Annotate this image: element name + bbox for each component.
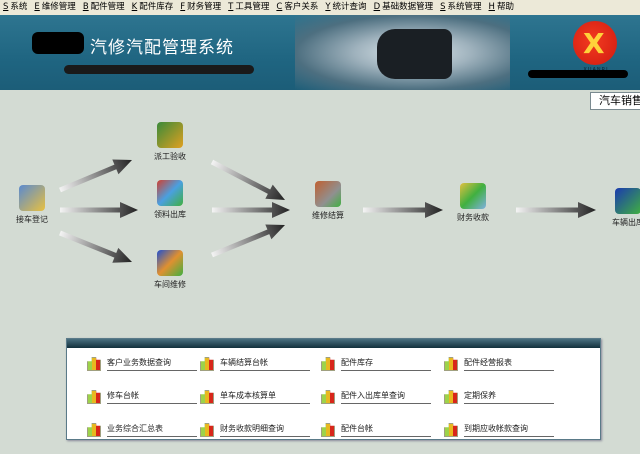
bar-chart-icon [200, 357, 214, 371]
banner: 汽修汽配管理系统 X XUANRI [0, 15, 640, 90]
bar-chart-icon [444, 357, 458, 371]
node-vehicle-checkin[interactable]: 接车登记 [2, 185, 62, 225]
report-link[interactable]: 修车台帐 [87, 384, 197, 404]
report-link[interactable]: 配件台帐 [321, 417, 431, 437]
bar-chart-icon [87, 390, 101, 404]
car-clipboard-icon [19, 185, 45, 211]
node-settlement[interactable]: 维修结算 [298, 181, 358, 221]
report-label: 客户业务数据查询 [107, 357, 197, 371]
node-label: 车间维修 [154, 280, 186, 289]
app-title: 汽修汽配管理系统 [90, 38, 234, 58]
node-dispatch[interactable]: 派工验收 [140, 122, 200, 162]
bar-chart-icon [321, 390, 335, 404]
report-label: 业务综合汇总表 [107, 423, 197, 437]
bar-chart-icon [87, 423, 101, 437]
bar-chart-icon [200, 390, 214, 404]
report-label: 定期保养 [464, 390, 554, 404]
report-link[interactable]: 财务收款明细查询 [200, 417, 310, 437]
report-label: 配件经营报表 [464, 357, 554, 371]
report-link[interactable]: 客户业务数据查询 [87, 351, 197, 371]
flow-arrow [363, 202, 443, 218]
report-link[interactable]: 定期保养 [444, 384, 554, 404]
panel-header [67, 339, 600, 348]
tab-car-sales[interactable]: 汽车销售 [590, 92, 640, 110]
flow-arrow [516, 202, 596, 218]
bar-chart-icon [200, 423, 214, 437]
report-label: 财务收款明细查询 [220, 423, 310, 437]
bar-chart-icon [321, 423, 335, 437]
car-icon [615, 188, 640, 214]
warehouse-icon [157, 180, 183, 206]
flow-arrow [60, 202, 138, 218]
worker-icon [157, 122, 183, 148]
node-label: 维修结算 [312, 211, 344, 220]
report-label: 单车成本核算单 [220, 390, 310, 404]
node-label: 派工验收 [154, 152, 186, 161]
node-parts-issue[interactable]: 领料出库 [140, 180, 200, 220]
report-link[interactable]: 配件入出库单查询 [321, 384, 431, 404]
node-vehicle-release[interactable]: 车辆出库 [598, 188, 640, 228]
flow-arrows [59, 159, 596, 263]
mechanic-icon [157, 250, 183, 276]
bar-chart-icon [321, 357, 335, 371]
bar-chart-icon [87, 357, 101, 371]
cash-register-icon [460, 183, 486, 209]
flow-arrow [211, 224, 285, 258]
flow-arrow [212, 202, 290, 218]
flow-arrow [59, 159, 132, 193]
report-label: 车辆结算台帐 [220, 357, 310, 371]
flow-arrow [210, 159, 285, 200]
report-panel: 客户业务数据查询 车辆结算台帐 配件库存 配件经营报表修车台帐 单车成本核算单 配件入出库… [66, 338, 601, 440]
report-label: 修车台帐 [107, 390, 197, 404]
node-label: 接车登记 [16, 215, 48, 224]
report-label: 到期应收帐款查询 [464, 423, 554, 437]
report-link[interactable]: 车辆结算台帐 [200, 351, 310, 371]
bar-chart-icon [444, 423, 458, 437]
redacted-subtitle [64, 65, 254, 74]
redacted-contact [528, 70, 628, 78]
report-link[interactable]: 配件经营报表 [444, 351, 554, 371]
node-payment[interactable]: 财务收款 [443, 183, 503, 223]
report-label: 配件台帐 [341, 423, 431, 437]
redacted-logo [32, 32, 84, 54]
node-label: 领料出库 [154, 210, 186, 219]
node-label: 财务收款 [457, 213, 489, 222]
report-link[interactable]: 单车成本核算单 [200, 384, 310, 404]
company-logo: X [573, 21, 617, 65]
node-workshop[interactable]: 车间维修 [140, 250, 200, 290]
report-label: 配件库存 [341, 357, 431, 371]
report-label: 配件入出库单查询 [341, 390, 431, 404]
flow-arrow [59, 230, 133, 263]
bar-chart-icon [444, 390, 458, 404]
settlement-icon [315, 181, 341, 207]
report-link[interactable]: 业务综合汇总表 [87, 417, 197, 437]
car-image [295, 15, 510, 90]
report-link[interactable]: 到期应收帐款查询 [444, 417, 554, 437]
node-label: 车辆出库 [612, 218, 640, 227]
report-link[interactable]: 配件库存 [321, 351, 431, 371]
